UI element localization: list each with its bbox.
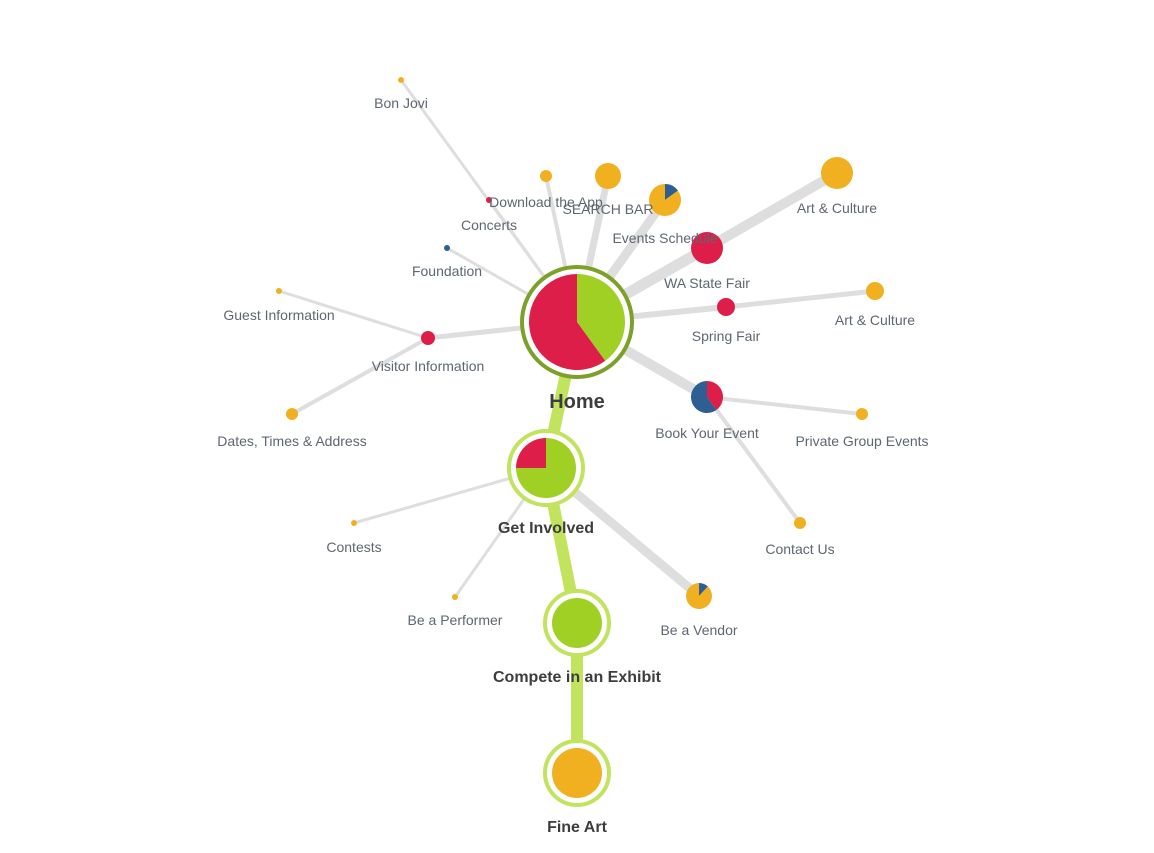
node-label-dates-times-address: Dates, Times & Address (217, 433, 366, 449)
node-slice-compete-exhibit-0 (552, 598, 602, 648)
node-slice-art-culture-1-0 (821, 157, 853, 189)
node-guest-information[interactable] (276, 288, 282, 294)
node-download-app[interactable] (540, 170, 552, 182)
node-slice-contests-0 (351, 520, 357, 526)
node-slice-guest-information-0 (276, 288, 282, 294)
node-contact-us[interactable] (794, 517, 806, 529)
node-search-bar[interactable] (595, 163, 621, 189)
link-book-your-event-to-contact-us (705, 395, 802, 525)
node-slice-dates-times-address-0 (286, 408, 298, 420)
node-label-book-your-event: Book Your Event (655, 425, 759, 441)
node-slice-fine-art-0 (552, 748, 602, 798)
node-visitor-information[interactable] (421, 331, 435, 345)
node-label-events-schedule: Events Schedule (612, 230, 717, 246)
node-slice-wa-state-fair-0 (691, 232, 723, 264)
node-slice-be-a-vendor-1 (686, 583, 712, 610)
node-slice-spring-fair-0 (717, 298, 735, 316)
node-label-get-involved: Get Involved (498, 520, 594, 537)
node-private-group-events[interactable] (856, 408, 868, 420)
node-slice-events-schedule-0 (665, 184, 678, 200)
node-label-wa-state-fair: WA State Fair (664, 275, 750, 291)
link-book-your-event-to-private-group-events (706, 395, 863, 416)
node-label-compete-exhibit: Compete in an Exhibit (493, 669, 662, 686)
node-slice-get-involved-1 (516, 438, 546, 468)
node-bon-jovi[interactable] (398, 77, 404, 83)
node-label-foundation: Foundation (412, 263, 482, 279)
node-be-a-vendor[interactable] (686, 583, 712, 610)
node-label-art-culture-2: Art & Culture (835, 312, 915, 328)
node-slice-home-1 (528, 274, 606, 370)
node-slice-art-culture-2-0 (866, 282, 884, 300)
node-slice-private-group-events-0 (856, 408, 868, 420)
link-spring-fair-to-art-culture-2 (725, 288, 876, 310)
node-art-culture-1[interactable] (821, 157, 853, 189)
node-slice-download-app-0 (540, 170, 552, 182)
node-label-be-a-performer: Be a Performer (408, 612, 503, 628)
node-fine-art[interactable] (543, 739, 611, 807)
link-visitor-information-to-guest-information (278, 289, 429, 340)
node-label-be-a-vendor: Be a Vendor (660, 622, 737, 638)
node-wa-state-fair[interactable] (691, 232, 723, 264)
node-label-guest-information: Guest Information (223, 307, 334, 323)
node-compete-exhibit[interactable] (543, 589, 611, 657)
node-label-contests: Contests (326, 539, 381, 555)
node-slice-concerts-0 (486, 197, 492, 203)
node-spring-fair[interactable] (717, 298, 735, 316)
node-slice-bon-jovi-0 (398, 77, 404, 83)
node-label-bon-jovi: Bon Jovi (374, 95, 428, 111)
link-visitor-information-to-dates-times-address (291, 336, 429, 416)
node-label-fine-art: Fine Art (547, 819, 608, 836)
node-slice-be-a-performer-0 (452, 594, 458, 600)
node-home[interactable] (520, 265, 634, 379)
node-art-culture-2[interactable] (866, 282, 884, 300)
node-concerts[interactable] (486, 197, 492, 203)
node-label-home: Home (549, 391, 605, 413)
node-slice-be-a-vendor-0 (699, 583, 708, 596)
node-get-involved[interactable] (507, 429, 585, 507)
node-slice-visitor-information-0 (421, 331, 435, 345)
node-label-spring-fair: Spring Fair (692, 328, 761, 344)
node-slice-contact-us-0 (794, 517, 806, 529)
node-slice-book-your-event-1 (690, 381, 717, 413)
node-be-a-performer[interactable] (452, 594, 458, 600)
node-book-your-event[interactable] (690, 381, 724, 413)
node-slice-home-0 (577, 274, 625, 361)
link-wa-state-fair-to-art-culture-1 (704, 168, 840, 253)
nodes-layer (276, 77, 884, 807)
node-foundation[interactable] (444, 245, 450, 251)
node-label-download-app: Download the App (489, 194, 603, 210)
node-contests[interactable] (351, 520, 357, 526)
node-label-concerts: Concerts (461, 217, 517, 233)
node-label-contact-us: Contact Us (765, 541, 834, 557)
node-slice-search-bar-0 (595, 163, 621, 189)
node-events-schedule[interactable] (649, 184, 682, 217)
node-label-private-group-events: Private Group Events (795, 433, 928, 449)
node-slice-book-your-event-0 (707, 381, 724, 410)
node-slice-foundation-0 (444, 245, 450, 251)
node-dates-times-address[interactable] (286, 408, 298, 420)
node-label-search-bar: SEARCH BAR (562, 201, 653, 217)
node-label-art-culture-1: Art & Culture (797, 200, 877, 216)
node-slice-events-schedule-1 (649, 184, 682, 217)
node-label-visitor-information: Visitor Information (372, 358, 485, 374)
